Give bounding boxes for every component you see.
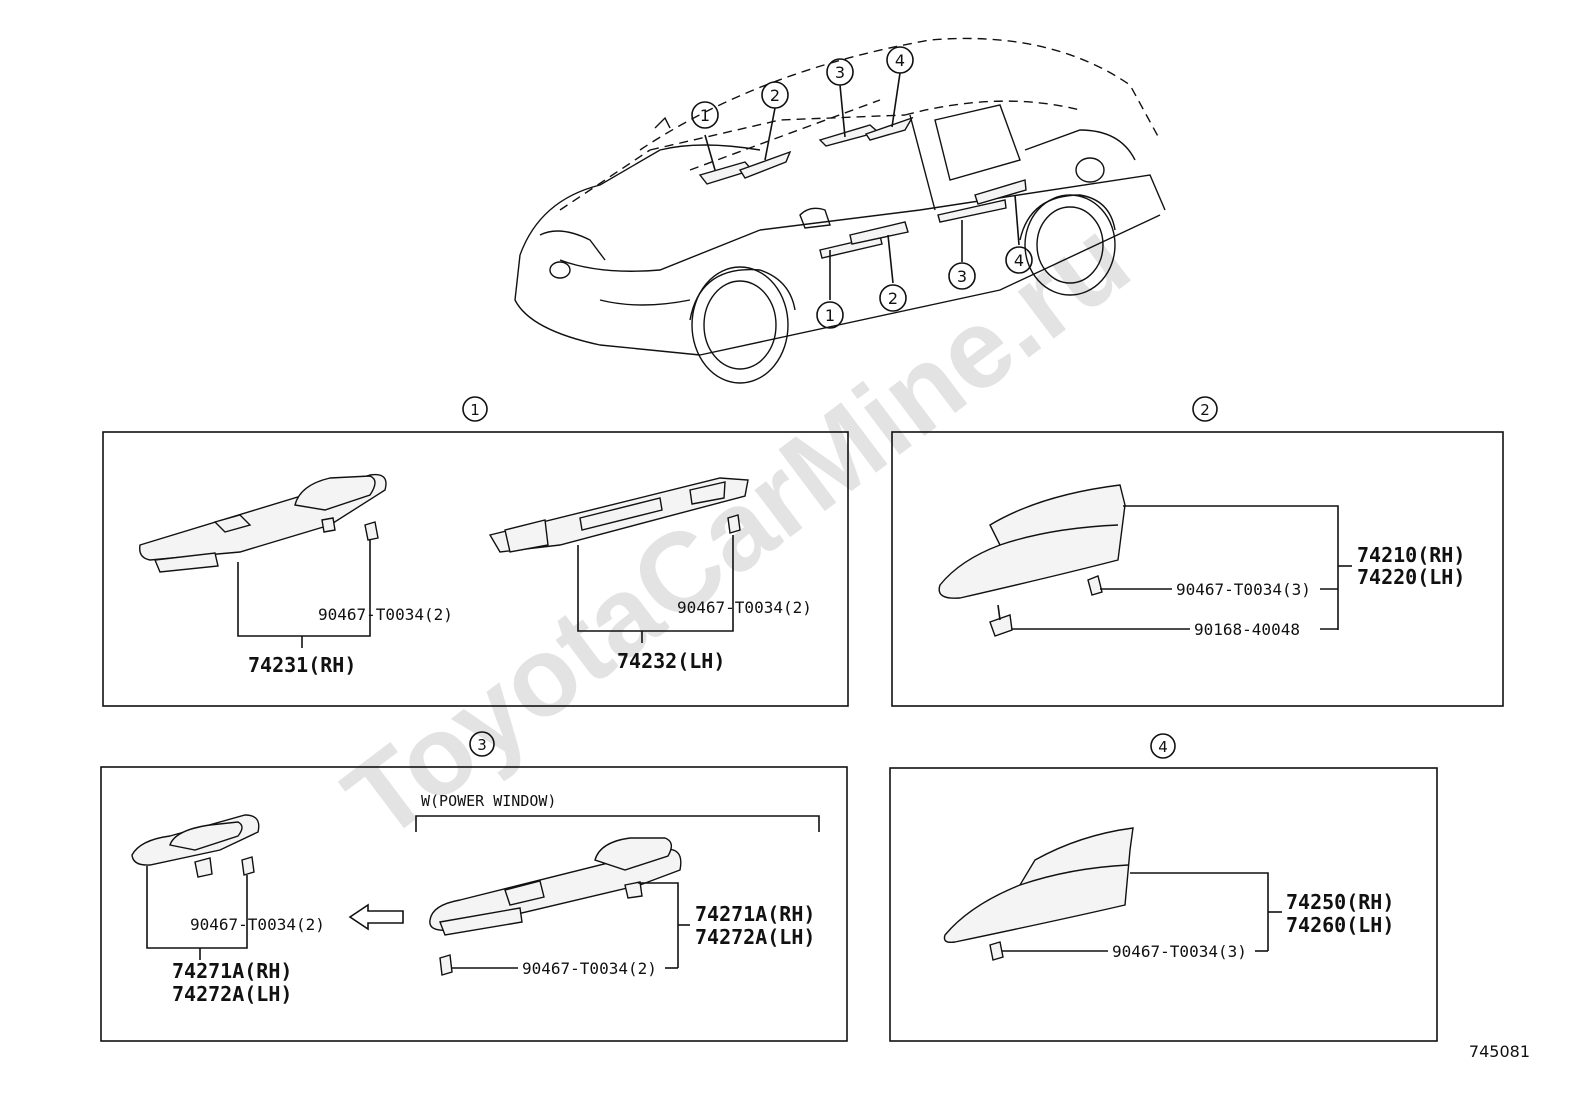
diagram-id: 745081 xyxy=(1469,1042,1530,1061)
panel-1-rh-group: 90467-T0034(2) 74231(RH) xyxy=(139,473,453,677)
panel-4-part-number-lh: 74260(LH) xyxy=(1286,913,1394,937)
car-overview: 1 2 3 4 1 2 3 4 xyxy=(514,37,1166,384)
car-callout-3-bottom: 3 xyxy=(948,262,976,290)
clip-rear-right xyxy=(439,954,453,976)
panel-3-right-part-number-lh: 74272A(LH) xyxy=(695,925,815,949)
panel-4-frame xyxy=(889,767,1438,1042)
clip-lh xyxy=(727,514,741,534)
panel-1-rh-fastener: 90467-T0034(2) xyxy=(318,605,453,624)
svg-text:3: 3 xyxy=(835,63,845,82)
panel-4-callout: 4 xyxy=(1150,733,1176,759)
option-label-power-window: W(POWER WINDOW) xyxy=(421,792,556,810)
clip-rear-left xyxy=(241,856,255,876)
panel-2-callout: 2 xyxy=(1192,396,1218,422)
car-callout-4-top: 4 xyxy=(886,46,914,74)
car-callout-2-top: 2 xyxy=(761,81,789,109)
panel-3-right-fastener: 90467-T0034(2) xyxy=(522,959,657,978)
panel-1-rh-part-number: 74231(RH) xyxy=(248,653,356,677)
car-callout-2-bottom: 2 xyxy=(879,284,907,312)
svg-text:3: 3 xyxy=(477,736,487,754)
panel-2-fastener-clip: 90467-T0034(3) xyxy=(1176,580,1311,599)
clip-front-door xyxy=(1087,575,1103,596)
rear-door-trim-ornament xyxy=(943,827,1134,944)
car-callout-1-bottom: 1 xyxy=(816,301,844,329)
svg-text:1: 1 xyxy=(470,401,480,419)
panel-3-callout: 3 xyxy=(469,731,495,757)
panel-2-fastener-screw: 90168-40048 xyxy=(1194,620,1300,639)
svg-text:1: 1 xyxy=(700,106,710,125)
panel-4-group: 90467-T0034(3) 74250(RH) 74260(LH) xyxy=(943,827,1394,961)
svg-text:4: 4 xyxy=(895,51,905,70)
panel-1-frame xyxy=(102,431,849,707)
panel-2-frame xyxy=(891,431,1504,707)
clip-rear-door xyxy=(989,941,1004,961)
car-callout-1-top: 1 xyxy=(691,101,719,129)
svg-text:3: 3 xyxy=(957,267,967,286)
panel-1-lh-fastener: 90467-T0034(2) xyxy=(677,598,812,617)
panel-3-right-group: W(POWER WINDOW) 90467-T0034(2) 74271A(RH… xyxy=(415,792,820,978)
svg-text:2: 2 xyxy=(770,86,780,105)
car-callout-4-bottom: 4 xyxy=(1005,246,1033,274)
panel-2-part-number-lh: 74220(LH) xyxy=(1357,565,1465,589)
panel-3-right-part-number-rh: 74271A(RH) xyxy=(695,902,815,926)
panel-4-fastener: 90467-T0034(3) xyxy=(1112,942,1247,961)
car-callout-3-top: 3 xyxy=(826,58,854,86)
clip-rh xyxy=(364,521,379,541)
svg-text:4: 4 xyxy=(1014,251,1024,270)
panel-3-left-group: 90467-T0034(2) 74271A(RH) 74272A(LH) xyxy=(131,814,325,1006)
svg-text:1: 1 xyxy=(825,306,835,325)
panel-3-left-fastener: 90467-T0034(2) xyxy=(190,915,325,934)
front-door-trim-ornament xyxy=(938,484,1126,599)
panel-3-left-part-number-lh: 74272A(LH) xyxy=(172,982,292,1006)
svg-text:2: 2 xyxy=(888,289,898,308)
svg-text:4: 4 xyxy=(1158,738,1168,756)
panel-1-callout: 1 xyxy=(462,396,488,422)
svg-text:2: 2 xyxy=(1200,401,1210,419)
arrow-left-icon xyxy=(348,903,404,931)
panel-4-part-number-rh: 74250(RH) xyxy=(1286,890,1394,914)
rear-door-window-switch-base xyxy=(429,848,682,931)
panel-3-left-part-number-rh: 74271A(RH) xyxy=(172,959,292,983)
panel-3-frame xyxy=(100,766,848,1042)
panel-2-group: 90467-T0034(3) 90168-40048 74210(RH) 742… xyxy=(938,484,1465,639)
panel-1-lh-part-number: 74232(LH) xyxy=(617,649,725,673)
panel-1-lh-group: 90467-T0034(2) 74232(LH) xyxy=(488,477,812,673)
panel-2-part-number-rh: 74210(RH) xyxy=(1357,543,1465,567)
screw-front-door xyxy=(989,614,1013,637)
